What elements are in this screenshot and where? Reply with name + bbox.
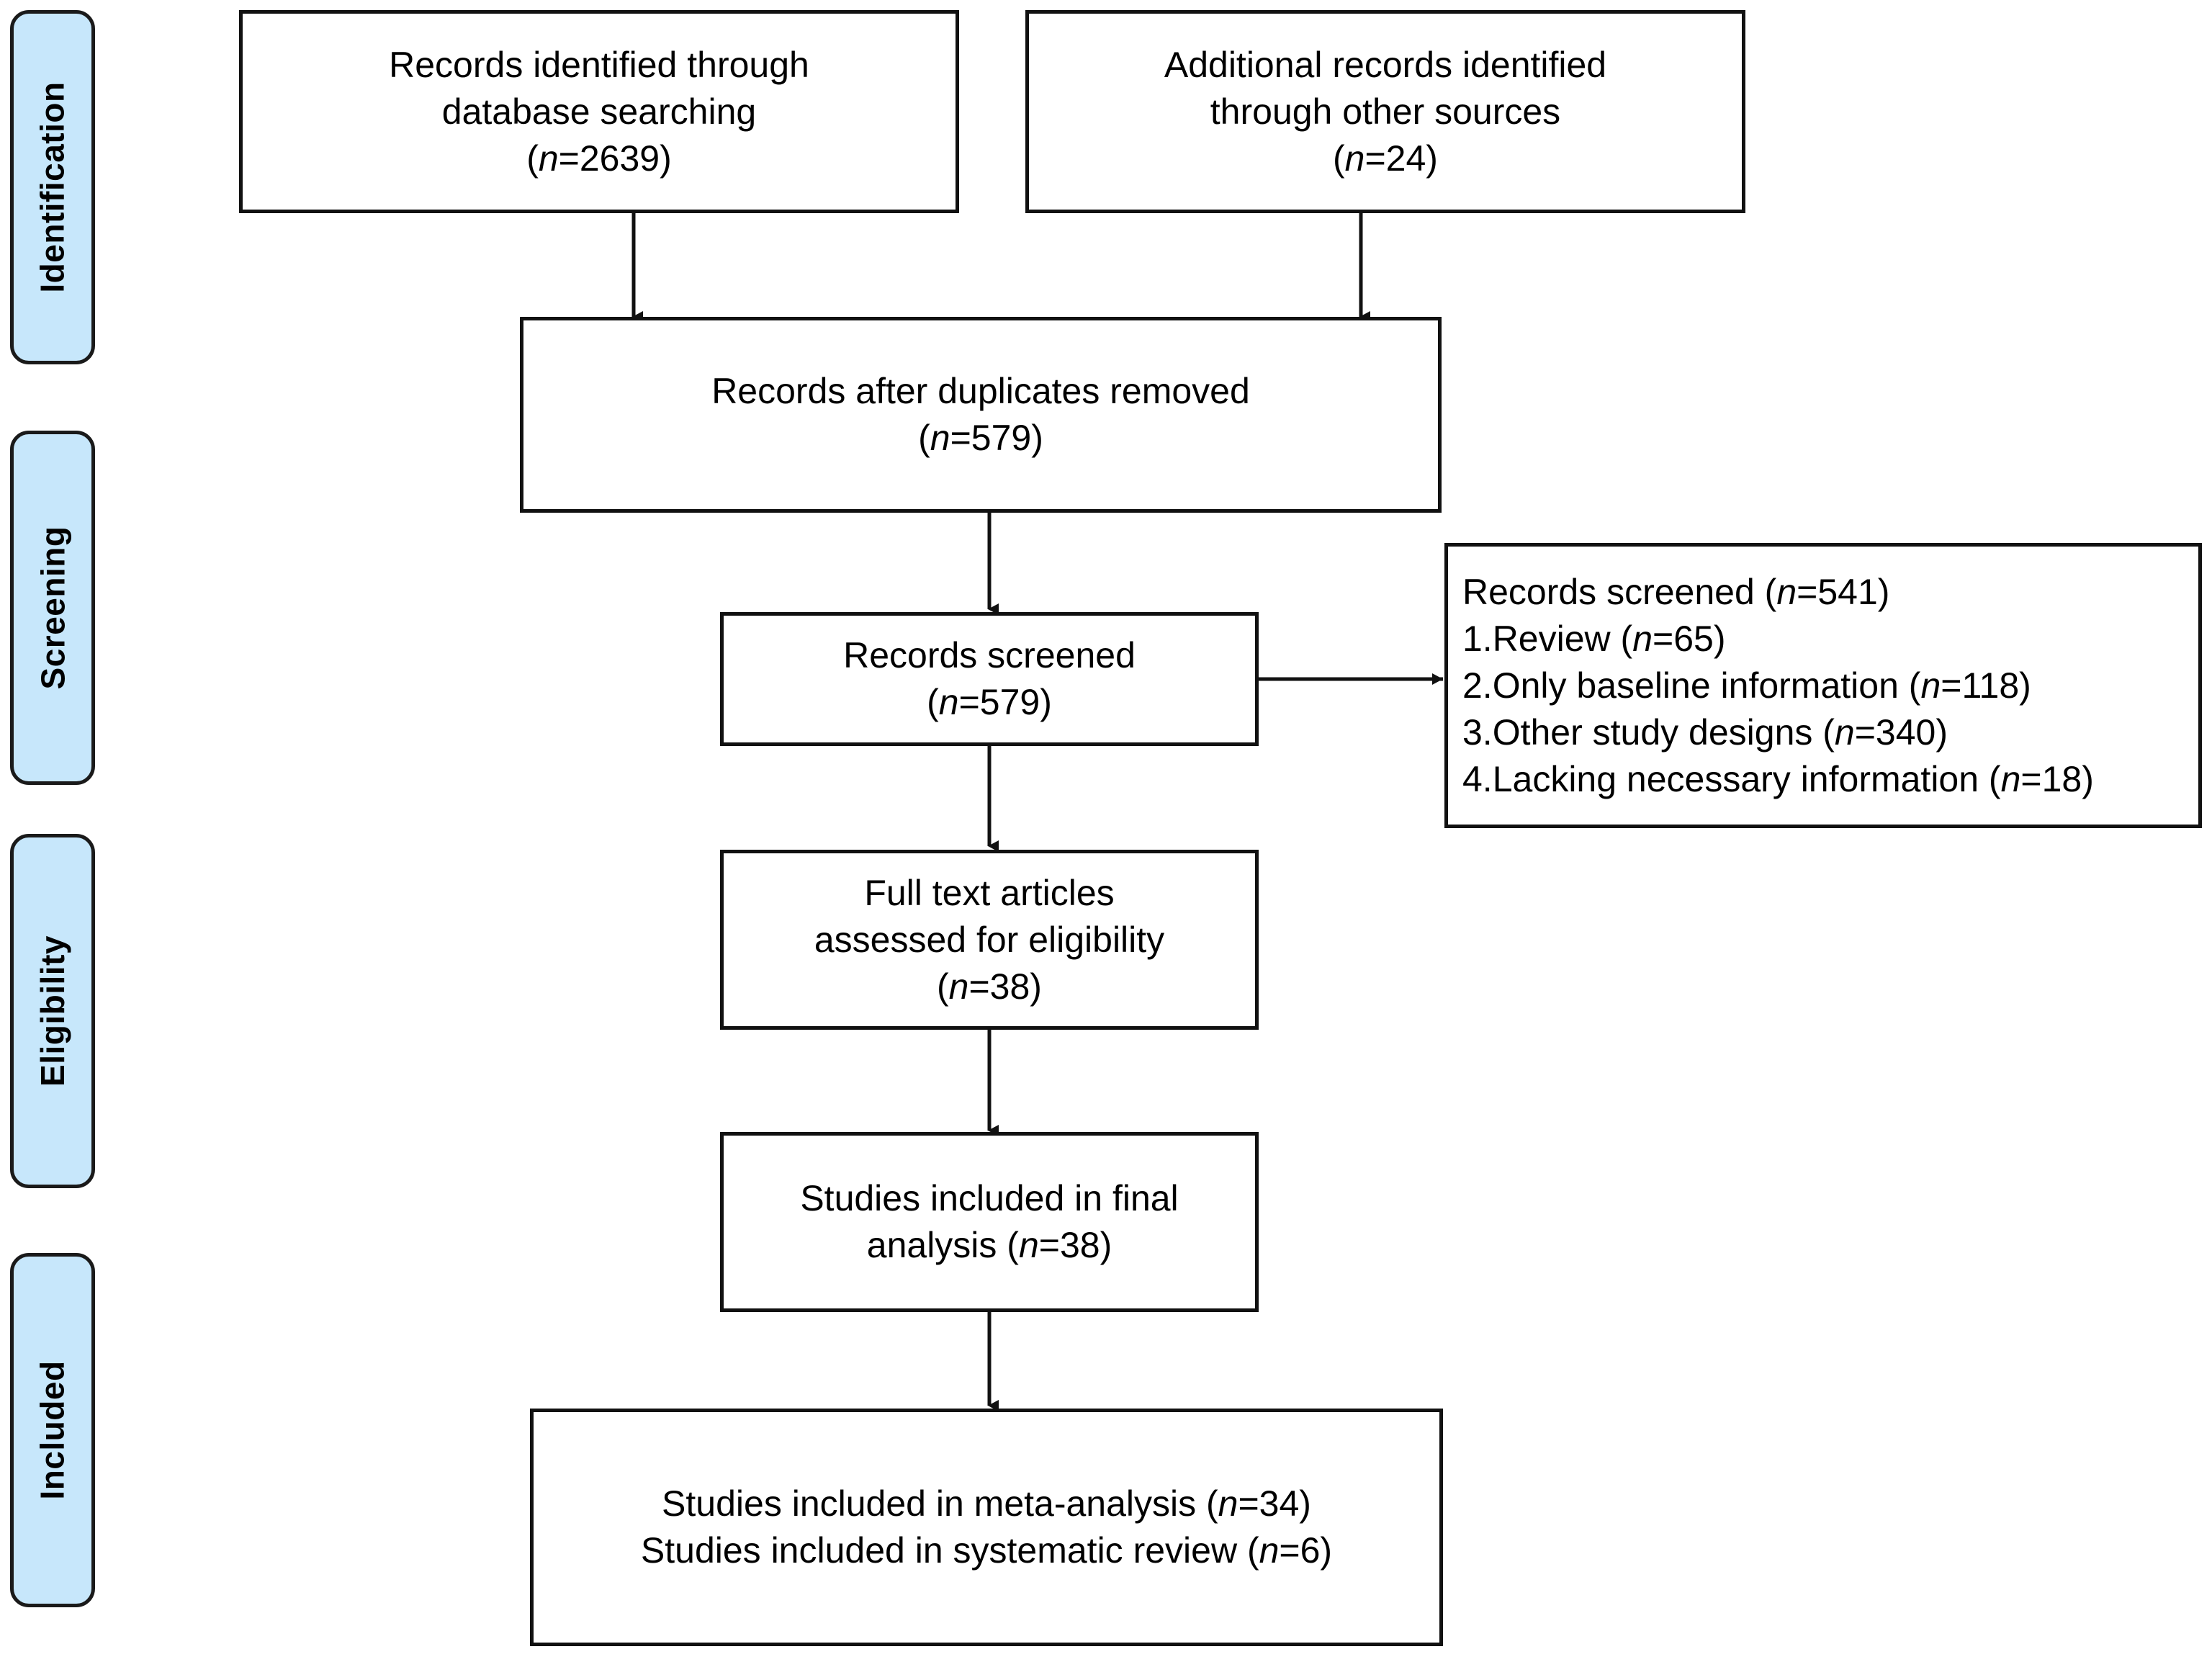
other-sources-n-symbol: n [1344,138,1365,179]
phase-pill-eligibility: Eligibility [10,834,95,1188]
db-search-line2: database searching [441,91,757,132]
box-records-excluded-reasons-text: Records screened (n=541) 1.Review (n=65)… [1448,569,2198,803]
phase-pill-screening: Screening [10,431,95,785]
screened-line1: Records screened [843,635,1136,675]
excluded-reason-2-n-symbol: n [1920,665,1941,706]
fulltext-n-symbol: n [948,966,969,1007]
box-studies-included-final-text: Studies included in meta-analysis (n=34)… [628,1481,1345,1574]
box-studies-included-final: Studies included in meta-analysis (n=34)… [530,1409,1443,1646]
excluded-header: Records screened (n=541) [1462,571,1890,612]
phase-label-included: Included [34,1360,71,1500]
excluded-reason-4: 4.Lacking necessary information (n=18) [1462,758,2094,799]
phase-label-identification: Identification [34,81,72,293]
screened-n-symbol: n [938,682,959,722]
db-search-n-symbol: n [538,138,559,179]
included-meta-line: Studies included in meta-analysis (n=34) [662,1483,1311,1524]
box-full-text-articles-assessed-text: Full text articles assessed for eligibil… [801,870,1177,1010]
phase-pill-identification: Identification [10,10,95,364]
included-systematic-n-symbol: n [1259,1530,1280,1571]
fulltext-line1: Full text articles [864,872,1115,913]
excluded-reason-3: 3.Other study designs (n=340) [1462,711,1948,753]
excluded-reason-4-n-symbol: n [2000,758,2021,799]
box-records-identified-database: Records identified through database sear… [239,10,959,213]
phase-pill-included: Included [10,1253,95,1607]
other-sources-line1: Additional records identified [1164,44,1607,85]
box-full-text-articles-assessed: Full text articles assessed for eligibil… [720,850,1259,1030]
db-search-line1: Records identified through [389,44,809,85]
box-records-screened-text: Records screened (n=579) [830,632,1148,726]
db-search-count: (n=2639) [526,138,672,179]
final-analysis-line2: analysis (n=38) [866,1225,1112,1265]
excluded-reason-1-n-symbol: n [1632,618,1653,659]
duplicates-line1: Records after duplicates removed [711,371,1250,411]
box-records-screened: Records screened (n=579) [720,612,1259,746]
final-analysis-line1: Studies included in final [800,1178,1179,1218]
included-meta-n-symbol: n [1218,1483,1238,1524]
screened-count: (n=579) [927,682,1052,722]
fulltext-count: (n=38) [937,966,1042,1007]
excluded-header-n-symbol: n [1776,571,1797,612]
excluded-reason-2: 2.Only baseline information (n=118) [1462,665,2031,706]
box-records-after-duplicates-removed-text: Records after duplicates removed (n=579) [698,368,1263,462]
final-analysis-n-symbol: n [1018,1225,1039,1265]
phase-label-eligibility: Eligibility [34,935,71,1087]
included-systematic-line: Studies included in systematic review (n… [640,1530,1333,1571]
duplicates-count: (n=579) [918,418,1043,458]
box-records-identified-database-text: Records identified through database sear… [376,42,822,182]
box-records-excluded-reasons: Records screened (n=541) 1.Review (n=65)… [1444,543,2202,828]
other-sources-line2: through other sources [1210,91,1561,132]
excluded-reason-1: 1.Review (n=65) [1462,618,1726,659]
box-additional-records-other-sources: Additional records identified through ot… [1025,10,1745,213]
duplicates-n-symbol: n [930,418,950,458]
box-additional-records-other-sources-text: Additional records identified through ot… [1151,42,1619,182]
excluded-reason-3-n-symbol: n [1834,711,1855,753]
other-sources-count: (n=24) [1333,138,1438,179]
fulltext-line2: assessed for eligibility [814,919,1165,960]
box-studies-included-final-analysis-text: Studies included in final analysis (n=38… [787,1175,1191,1269]
phase-label-screening: Screening [34,526,72,690]
box-studies-included-final-analysis: Studies included in final analysis (n=38… [720,1132,1259,1312]
box-records-after-duplicates-removed: Records after duplicates removed (n=579) [520,317,1442,513]
